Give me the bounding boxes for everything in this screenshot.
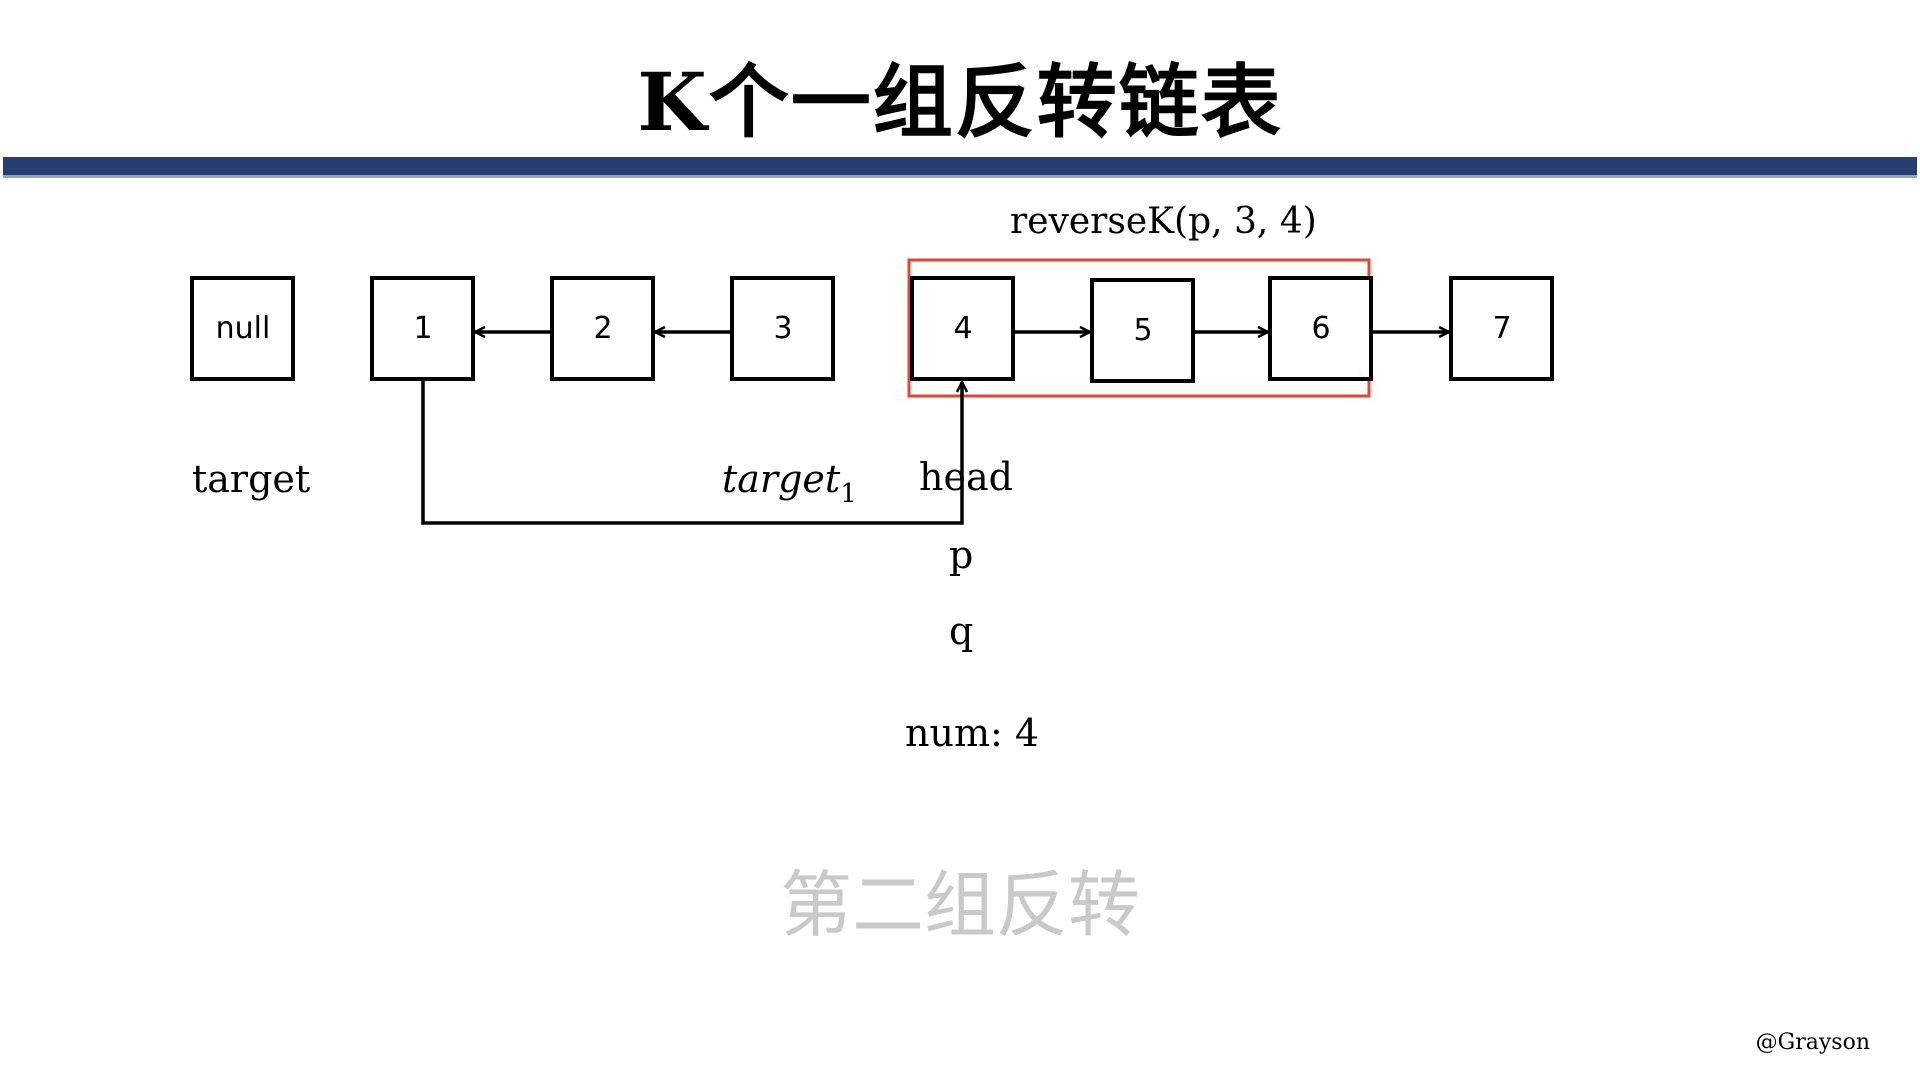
pointer-target1-base: target xyxy=(722,457,841,501)
node-label-4: 4 xyxy=(953,311,973,346)
pointer-p: p xyxy=(949,533,974,577)
node-label-2: 2 xyxy=(593,311,613,346)
author-credit: @Grayson xyxy=(1755,1030,1870,1055)
reverse-call-label: reverseK(p, 3, 4) xyxy=(1010,201,1317,242)
node-box-1 xyxy=(370,276,475,381)
link-1-to-4 xyxy=(421,381,962,525)
node-box-7 xyxy=(1449,276,1554,381)
node-label-null: null xyxy=(215,311,271,346)
node-box-null xyxy=(190,276,295,381)
header-bar xyxy=(3,157,1917,175)
node-box-3 xyxy=(730,276,835,381)
node-label-7: 7 xyxy=(1492,311,1512,346)
pointer-head: head xyxy=(919,455,1013,499)
pointer-target1-subscript: 1 xyxy=(840,479,857,509)
header-bar-shadow xyxy=(3,175,1917,178)
node-box-6 xyxy=(1268,276,1373,381)
node-label-1: 1 xyxy=(413,311,433,346)
node-box-5 xyxy=(1090,278,1195,383)
node-label-5: 5 xyxy=(1133,313,1153,348)
node-box-4 xyxy=(910,276,1015,381)
node-label-3: 3 xyxy=(773,311,793,346)
node-label-6: 6 xyxy=(1311,311,1331,346)
counter-num: num: 4 xyxy=(905,711,1040,755)
step-watermark: 第二组反转 xyxy=(779,863,1140,947)
pointer-target: target xyxy=(192,457,311,501)
slide-title: K个一组反转链表 xyxy=(637,55,1283,149)
pointer-target1: target1 xyxy=(722,457,857,507)
node-box-2 xyxy=(550,276,655,381)
pointer-q: q xyxy=(949,609,974,653)
